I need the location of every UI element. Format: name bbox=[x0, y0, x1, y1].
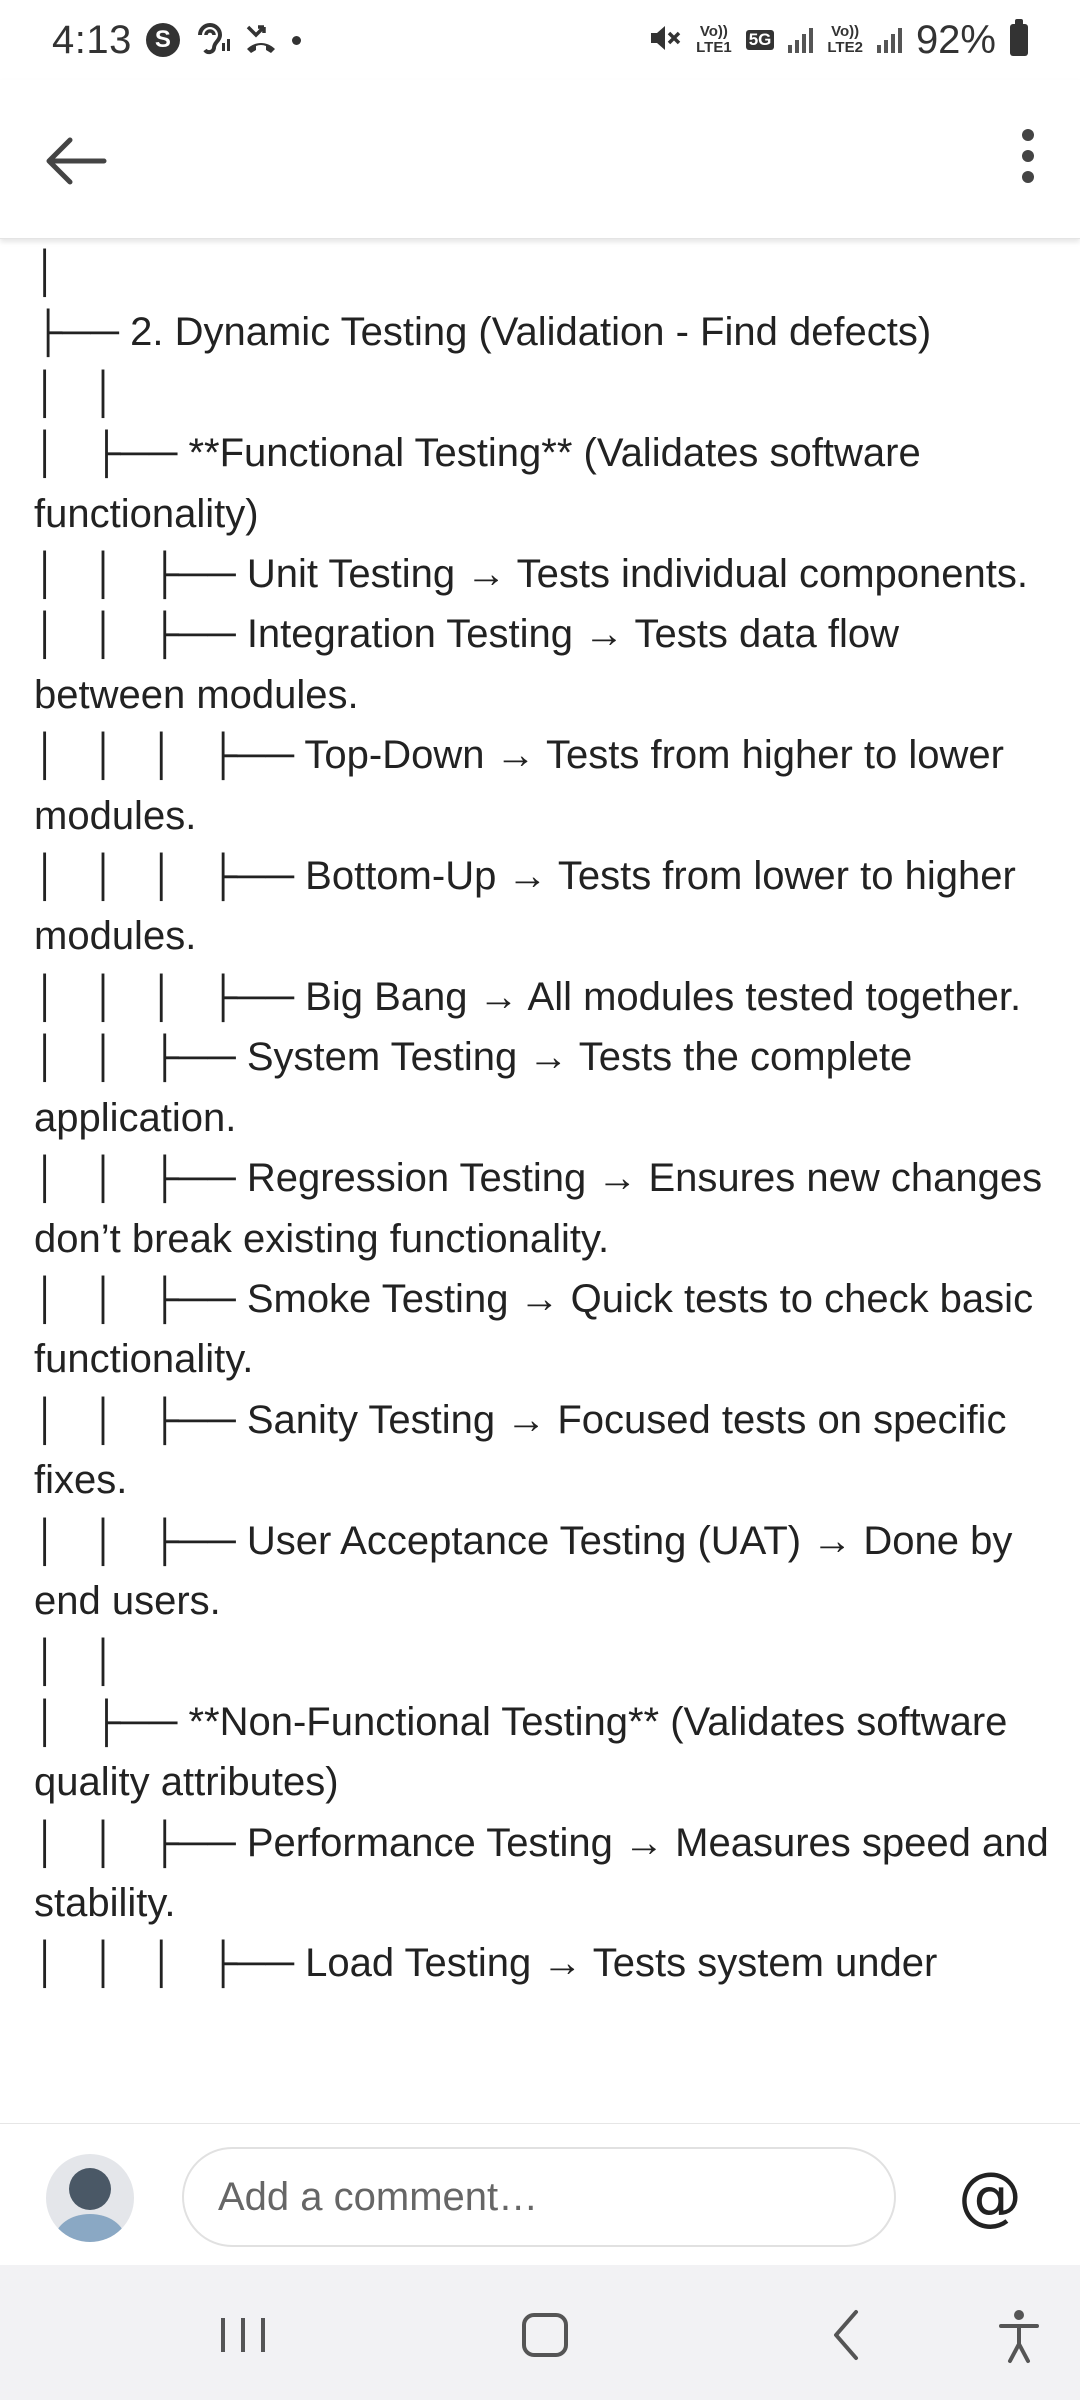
back-button[interactable] bbox=[40, 124, 114, 198]
home-button[interactable] bbox=[500, 2295, 590, 2375]
status-right: Vo)) LTE1 5G Vo)) LTE2 92% bbox=[648, 18, 1028, 63]
lte1-label: LTE1 bbox=[696, 39, 732, 56]
post-content[interactable]: │ ├── 2. Dynamic Testing (Validation - Fi… bbox=[0, 240, 1080, 2123]
more-dot bbox=[1022, 150, 1034, 162]
home-icon bbox=[522, 2313, 568, 2357]
accessibility-icon bbox=[999, 2310, 1039, 2363]
lte2-label: LTE2 bbox=[827, 39, 863, 56]
tree-line: │ │ ├── User Acceptance Testing (UAT) → … bbox=[34, 1518, 1024, 1623]
missed-call-icon bbox=[244, 21, 278, 60]
more-options-button[interactable] bbox=[1002, 120, 1054, 200]
s-app-icon: S bbox=[145, 23, 180, 57]
battery-icon bbox=[1010, 19, 1028, 56]
tree-line: │ │ │ ├── Load Testing → Tests system un… bbox=[34, 1941, 938, 1986]
tree-line: │ │ ├── Sanity Testing → Focused tests o… bbox=[34, 1397, 1018, 1503]
network-lte2: Vo)) LTE2 bbox=[827, 24, 863, 56]
more-dot bbox=[1022, 171, 1034, 183]
status-bar: 4:13 S Vo)) LTE1 5G Vo)) LTE2 92% bbox=[0, 0, 1080, 80]
tree-line: ├── 2. Dynamic Testing (Validation - Fin… bbox=[34, 310, 932, 355]
tree-line: │ │ ├── Smoke Testing → Quick tests to c… bbox=[34, 1276, 1045, 1382]
comment-input[interactable] bbox=[182, 2147, 896, 2247]
tree-line: │ │ bbox=[34, 370, 118, 415]
app-bar bbox=[0, 80, 1080, 239]
more-vertical-icon bbox=[1022, 129, 1034, 141]
tree-line: │ ├── **Non-Functional Testing** (Valida… bbox=[34, 1699, 1019, 1805]
tree-line: │ │ ├── Integration Testing → Tests data… bbox=[34, 612, 911, 717]
tree-line: │ │ ├── Regression Testing → Ensures new… bbox=[34, 1156, 1054, 1261]
avatar-head bbox=[69, 2168, 111, 2210]
tree-line: │ │ ├── Unit Testing → Tests individual … bbox=[34, 552, 1028, 597]
tree-line: │ │ │ ├── Top-Down → Tests from higher t… bbox=[34, 733, 1016, 838]
testing-tree: │ ├── 2. Dynamic Testing (Validation - Fi… bbox=[0, 242, 1080, 1994]
status-left: 4:13 S bbox=[52, 18, 301, 63]
signal-icon-2 bbox=[876, 27, 902, 53]
recents-button[interactable] bbox=[198, 2295, 288, 2375]
clock: 4:13 bbox=[52, 17, 132, 62]
volte-label: Vo)) bbox=[699, 23, 728, 40]
tree-line: │ │ bbox=[34, 1639, 118, 1684]
comment-bar: @ bbox=[0, 2123, 1080, 2266]
avatar-shoulders bbox=[55, 2214, 125, 2242]
tree-line: │ bbox=[34, 250, 59, 294]
dot-icon bbox=[291, 35, 301, 45]
mute-icon bbox=[648, 21, 682, 60]
tree-line: │ │ ├── System Testing → Tests the compl… bbox=[34, 1035, 924, 1140]
hearing-icon bbox=[194, 21, 230, 60]
battery-percent: 92% bbox=[915, 17, 996, 62]
volte-label-2: Vo)) bbox=[831, 23, 860, 40]
signal-icon bbox=[788, 27, 814, 53]
accessibility-button[interactable] bbox=[974, 2295, 1064, 2375]
tree-line: │ │ ├── Performance Testing → Measures s… bbox=[34, 1820, 1060, 1925]
system-nav-bar bbox=[0, 2265, 1080, 2400]
mention-button[interactable]: @ bbox=[958, 2160, 1022, 2234]
recents-icon bbox=[221, 2318, 265, 2352]
tree-line: │ ├── **Functional Testing** (Validates … bbox=[34, 431, 932, 536]
tree-line: │ │ │ ├── Big Bang → All modules tested … bbox=[34, 974, 1022, 1019]
tree-line: │ │ │ ├── Bottom-Up → Tests from lower t… bbox=[34, 854, 1027, 959]
back-icon bbox=[834, 2310, 858, 2360]
arrow-left-icon bbox=[46, 137, 107, 185]
nav-back-button[interactable] bbox=[802, 2295, 892, 2375]
5g-badge: 5G bbox=[745, 30, 775, 50]
user-avatar-icon[interactable] bbox=[46, 2154, 134, 2242]
network-lte1: Vo)) LTE1 bbox=[696, 24, 732, 56]
